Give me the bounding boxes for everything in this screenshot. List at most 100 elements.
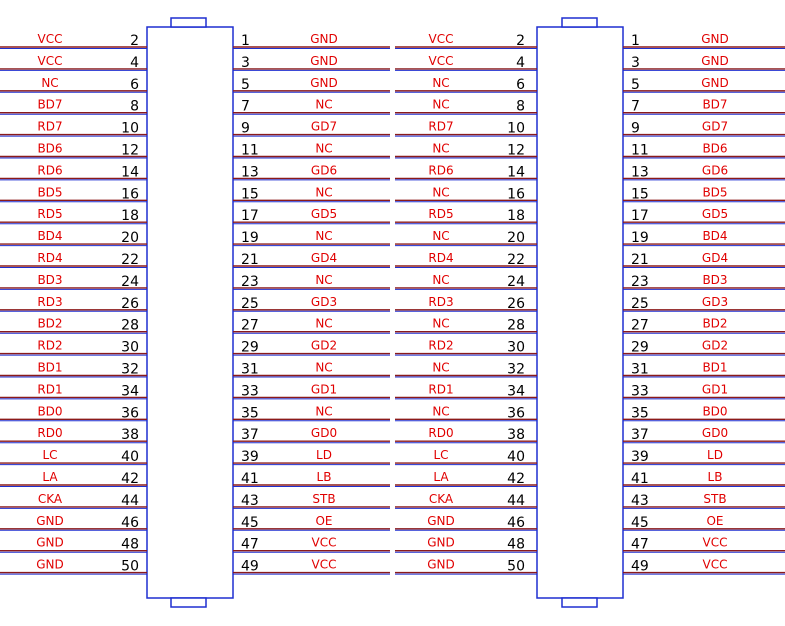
pin-number: 14 <box>121 164 139 180</box>
pin-number: 19 <box>241 230 259 246</box>
signal-label: NC <box>315 185 332 199</box>
pin-number: 49 <box>631 559 649 575</box>
signal-label: NC <box>432 76 449 90</box>
pin-number: 47 <box>241 537 259 553</box>
pin-number: 33 <box>241 383 259 399</box>
signal-label: GD3 <box>702 295 728 309</box>
pin-number: 46 <box>121 515 139 531</box>
pin-number: 39 <box>631 449 649 465</box>
signal-label: RD0 <box>37 426 62 440</box>
signal-label: OE <box>315 514 332 528</box>
pin-number: 44 <box>507 493 525 509</box>
pin-number: 25 <box>241 296 259 312</box>
pin-number: 45 <box>631 515 649 531</box>
signal-label: RD1 <box>428 382 453 396</box>
signal-label: LA <box>433 470 449 484</box>
signal-label: GD0 <box>702 426 728 440</box>
pin-number: 25 <box>631 296 649 312</box>
pin-number: 20 <box>121 230 139 246</box>
signal-label: GD6 <box>702 163 728 177</box>
pin-number: 18 <box>507 208 525 224</box>
pin-number: 27 <box>241 318 259 334</box>
pin-number: 2 <box>130 33 139 49</box>
pin-number: 7 <box>241 99 250 115</box>
signal-label: CKA <box>38 492 63 506</box>
signal-label: BD2 <box>37 317 62 331</box>
pin-number: 28 <box>121 318 139 334</box>
signal-label: RD4 <box>37 251 62 265</box>
pin-number: 39 <box>241 449 259 465</box>
signal-label: STB <box>703 492 726 506</box>
pin-number: 44 <box>121 493 139 509</box>
signal-label: GND <box>310 76 338 90</box>
pin-number: 10 <box>121 121 139 137</box>
pin-number: 1 <box>241 33 250 49</box>
pin-number: 29 <box>631 340 649 356</box>
signal-label: RD7 <box>37 120 62 134</box>
signal-label: RD2 <box>428 339 453 353</box>
pin-number: 3 <box>241 55 250 71</box>
signal-label: VCC <box>703 558 728 572</box>
pin-number: 30 <box>121 340 139 356</box>
pin-number: 38 <box>121 427 139 443</box>
pin-number: 45 <box>241 515 259 531</box>
signal-label: LC <box>42 448 57 462</box>
signal-label: GD3 <box>311 295 337 309</box>
pin-number: 41 <box>241 471 259 487</box>
pin-number: 31 <box>241 362 259 378</box>
signal-label: RD6 <box>37 163 62 177</box>
signal-label: RD4 <box>428 251 453 265</box>
signal-label: GD4 <box>311 251 337 265</box>
signal-label: GD1 <box>702 382 728 396</box>
signal-label: CKA <box>429 492 454 506</box>
signal-label: VCC <box>38 54 63 68</box>
signal-label: BD3 <box>702 273 727 287</box>
signal-label: RD3 <box>37 295 62 309</box>
signal-label: RD1 <box>37 382 62 396</box>
signal-label: BD6 <box>37 142 62 156</box>
pin-number: 7 <box>631 99 640 115</box>
signal-label: BD6 <box>702 142 727 156</box>
pin-number: 32 <box>121 362 139 378</box>
pin-number: 35 <box>631 405 649 421</box>
pin-number: 36 <box>121 405 139 421</box>
pin-number: 37 <box>241 427 259 443</box>
pin-number: 23 <box>241 274 259 290</box>
signal-label: BD1 <box>702 361 727 375</box>
pin-number: 13 <box>241 164 259 180</box>
signal-label: VCC <box>429 54 454 68</box>
signal-label: VCC <box>429 32 454 46</box>
pin-number: 1 <box>631 33 640 49</box>
pin-row-left: RD7 10 <box>0 120 147 137</box>
